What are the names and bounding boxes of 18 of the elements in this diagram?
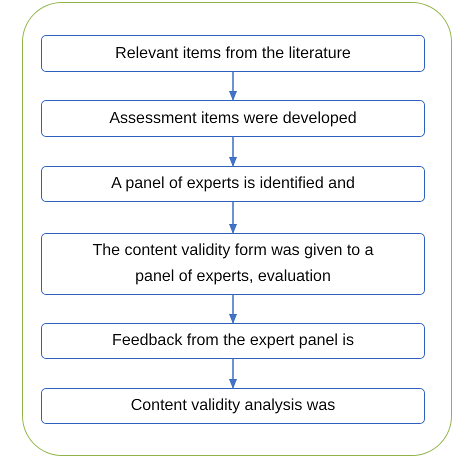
process-box: [41, 100, 425, 137]
process-box: [41, 233, 425, 295]
process-box: [41, 35, 425, 72]
step-text: Feedback from the expert panel is: [112, 331, 354, 351]
process-box: [41, 166, 425, 202]
step-text: The content validity form was given to a panel of experts, evaluation: [91, 241, 375, 287]
process-box: [41, 323, 425, 359]
step-text: Relevant items from the literature: [115, 44, 351, 64]
rounded-frame: [22, 2, 452, 456]
step-text: Assessment items were developed: [109, 108, 357, 128]
process-box: [41, 388, 425, 424]
arrow: [229, 295, 237, 324]
step-text: Content validity analysis was: [130, 396, 336, 416]
step-text: A panel of experts is identified and: [111, 174, 355, 194]
arrow: [229, 72, 237, 101]
arrow: [229, 359, 237, 389]
arrow: [229, 202, 237, 234]
arrow: [229, 137, 237, 167]
